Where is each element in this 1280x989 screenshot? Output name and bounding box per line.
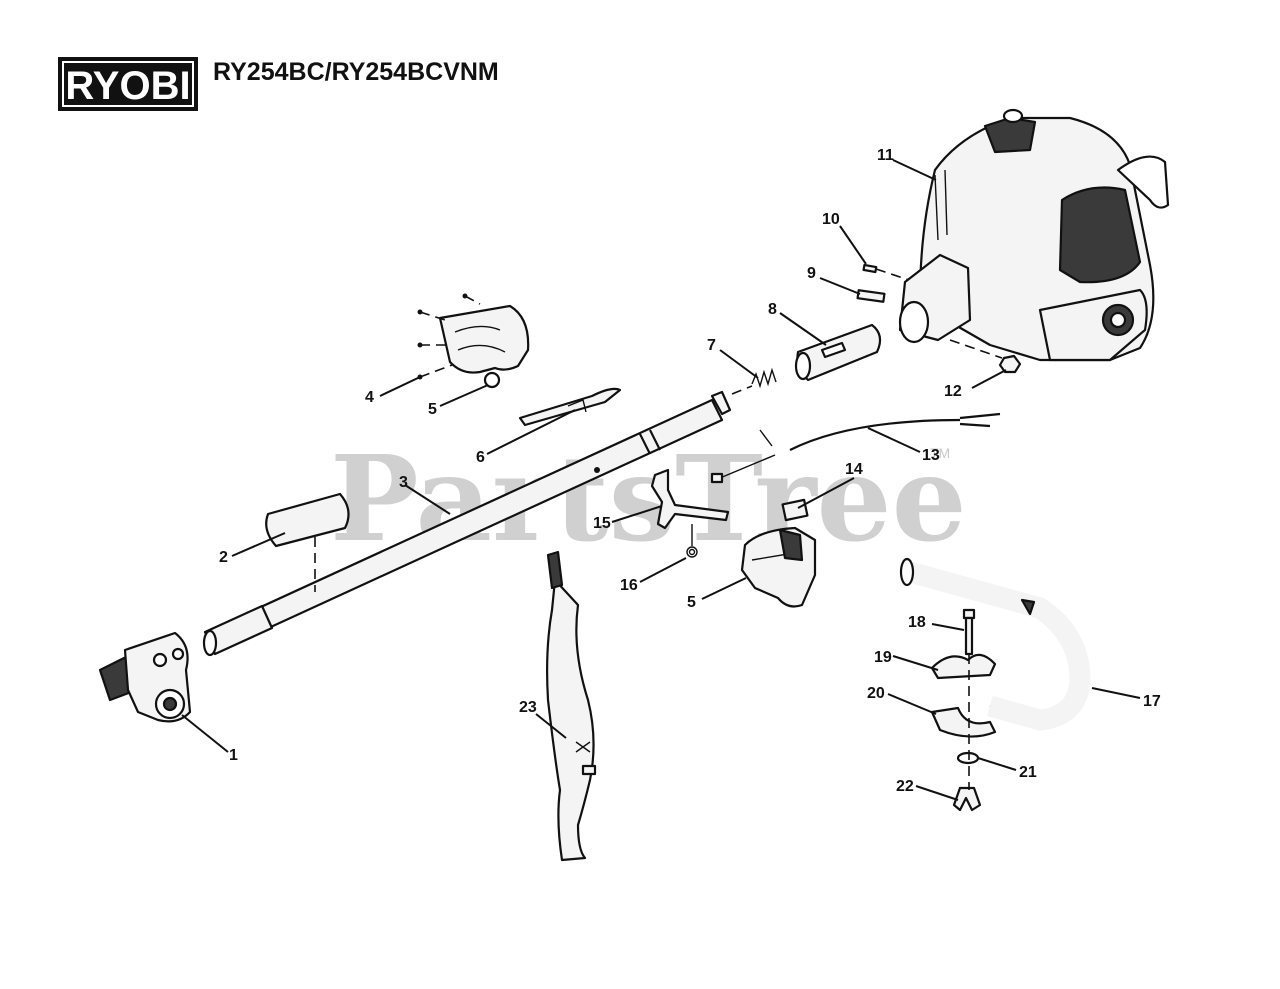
callout-numbers: 1 2 3 4 5 6 7 8 9 10 11 12 13 14 15 16 5…: [219, 147, 1161, 795]
callout-22: 22: [896, 778, 914, 795]
part-switch: [781, 498, 809, 522]
callout-18: 18: [908, 614, 926, 631]
callout-4: 4: [365, 389, 374, 406]
callout-3: 3: [399, 474, 408, 491]
callout-14: 14: [845, 461, 863, 478]
part-strap: [546, 550, 597, 862]
watermark-tm: TM: [930, 445, 950, 461]
part-coupling: [794, 323, 882, 382]
part-nut: [949, 339, 1022, 374]
callout-2: 2: [219, 549, 228, 566]
part-shaft: [202, 390, 732, 657]
callout-17: 17: [1143, 693, 1161, 710]
part-engine: [898, 108, 1170, 362]
callout-6: 6: [476, 449, 485, 466]
callout-21: 21: [1019, 764, 1037, 781]
part-lever: [518, 387, 622, 427]
callout-9: 9: [807, 265, 816, 282]
callout-11: 11: [877, 147, 894, 164]
part-handle-housing: [740, 526, 817, 608]
brand-logo: RYOBI: [58, 57, 198, 111]
part-cable: [710, 412, 1001, 484]
part-gearbox: [98, 631, 192, 723]
callout-10: 10: [822, 211, 840, 228]
callout-1: 1: [229, 747, 238, 764]
leader-lines: [181, 159, 1141, 801]
part-trigger-spring: [686, 524, 698, 558]
callout-15: 15: [593, 515, 611, 532]
callout-16: 16: [620, 577, 638, 594]
callout-13: 13: [922, 447, 940, 464]
brand-name: RYOBI: [65, 64, 190, 108]
part-gear-guard: [417, 293, 530, 389]
callout-5-upper: 5: [428, 401, 437, 418]
callout-7: 7: [707, 337, 716, 354]
callout-23: 23: [519, 699, 537, 716]
model-number: RY254BC/RY254BCVNM: [213, 58, 499, 86]
callout-8: 8: [768, 301, 777, 318]
callout-12: 12: [944, 383, 962, 400]
part-clamp-assembly: [930, 608, 997, 812]
callout-5-lower: 5: [687, 594, 696, 611]
callout-20: 20: [867, 685, 885, 702]
part-sleeve: [265, 492, 350, 592]
part-spring: [731, 367, 777, 395]
callout-19: 19: [874, 649, 892, 666]
part-j-handle: [899, 557, 1091, 731]
part-trigger: [650, 468, 730, 530]
